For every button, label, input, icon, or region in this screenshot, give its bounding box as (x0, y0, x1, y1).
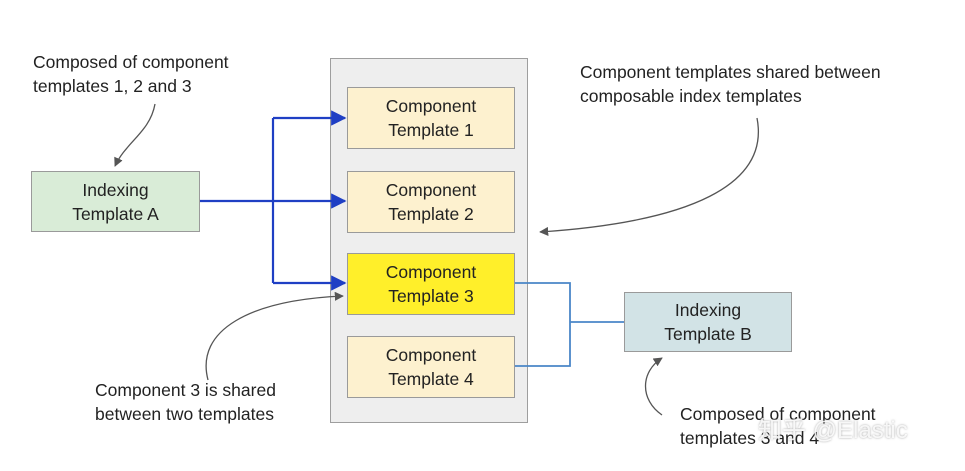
annotation-arrow-component3-shared (205, 291, 344, 381)
component-template-1: Component Template 1 (347, 87, 515, 149)
note-component3-shared-line2: between two templates (95, 404, 274, 424)
indexing-template-b-line1: Indexing (674, 300, 742, 320)
component-template-4-line1: Component (385, 345, 477, 365)
annotation-arrow-composed-a (114, 103, 156, 167)
indexing-template-b-line2: Template B (664, 324, 752, 344)
note-composed-a: Composed of component templates 1, 2 and… (33, 50, 229, 98)
note-composed-a-line2: templates 1, 2 and 3 (33, 76, 192, 96)
note-shared-between: Component templates shared between compo… (580, 60, 881, 108)
component-template-4: Component Template 4 (347, 336, 515, 398)
component-template-3-line1: Component (385, 262, 477, 282)
indexing-template-b: Indexing Template B (624, 292, 792, 352)
component-template-3: Component Template 3 (347, 253, 515, 315)
annotation-arrow-shared-between (539, 117, 759, 236)
note-composed-b: Composed of component templates 3 and 4 (680, 402, 876, 450)
indexing-template-a-line1: Indexing (82, 179, 149, 200)
note-composed-b-line2: templates 3 and 4 (680, 428, 820, 448)
indexing-template-a-line2: Template A (72, 203, 159, 224)
annotation-arrow-composed-b (645, 357, 663, 416)
component-template-3-line2: Template 3 (388, 286, 474, 306)
watermark: 知乎 @Elastic (758, 417, 908, 444)
component-template-2-line1: Component (385, 180, 477, 200)
note-composed-b-line1: Composed of component (680, 404, 876, 424)
note-component3-shared: Component 3 is shared between two templa… (95, 378, 276, 426)
component-template-4-line2: Template 4 (388, 369, 474, 389)
indexing-template-a: Indexing Template A (31, 171, 200, 232)
annotation-arrows (114, 103, 759, 416)
component-template-2-line2: Template 2 (388, 204, 474, 224)
note-shared-between-line1: Component templates shared between (580, 62, 881, 82)
note-shared-between-line2: composable index templates (580, 86, 802, 106)
component-template-1-line2: Template 1 (388, 120, 474, 140)
indexing-a-connectors (200, 110, 347, 291)
note-composed-a-line1: Composed of component (33, 52, 229, 72)
indexing-b-connectors (515, 282, 624, 367)
connector-b-from-component-3 (515, 282, 571, 367)
component-template-2: Component Template 2 (347, 171, 515, 233)
component-template-1-line1: Component (385, 96, 477, 116)
note-component3-shared-line1: Component 3 is shared (95, 380, 276, 400)
